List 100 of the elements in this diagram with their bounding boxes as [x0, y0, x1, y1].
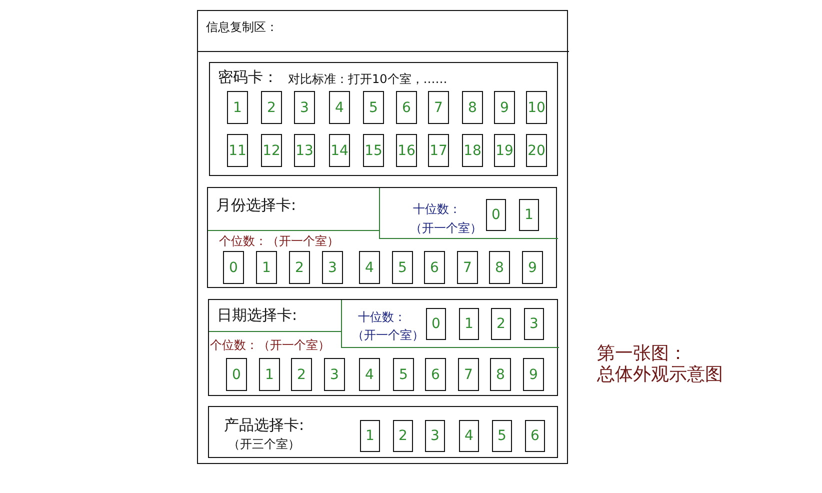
chamber-box	[322, 251, 343, 284]
chamber-box	[491, 308, 511, 340]
units-label: 个位数：（开一个室）	[210, 337, 330, 354]
chamber-box	[519, 199, 539, 231]
card-title: 日期选择卡:	[217, 306, 298, 325]
chamber-number: 8	[495, 260, 504, 276]
chamber-number: 0	[229, 260, 238, 276]
chamber-box	[522, 251, 543, 284]
chamber-number: 4	[335, 100, 344, 116]
chamber-number: 8	[496, 366, 505, 382]
card-note: （开一个室）	[410, 220, 482, 237]
chamber-number: 1	[262, 260, 271, 276]
chamber-box	[526, 91, 547, 124]
chamber-number: 3	[300, 100, 309, 116]
chamber-number: 2	[295, 260, 304, 276]
chamber-box	[523, 358, 544, 391]
chamber-box	[294, 91, 315, 124]
chamber-number: 6	[530, 428, 540, 444]
chamber-number: 5	[369, 100, 378, 116]
chamber-box	[227, 91, 248, 124]
chamber-number: 20	[528, 142, 546, 158]
chamber-number: 3	[330, 366, 339, 382]
chamber-box	[329, 91, 350, 124]
chamber-number: 9	[528, 260, 537, 276]
chamber-box	[425, 358, 446, 391]
chamber-box	[329, 134, 350, 167]
chamber-box	[459, 308, 479, 340]
chamber-box	[360, 420, 380, 452]
chamber-number: 5	[399, 366, 408, 382]
chamber-number: 14	[330, 142, 348, 158]
chamber-box	[526, 134, 547, 167]
chamber-number: 18	[464, 142, 482, 158]
card-title: 产品选择卡:	[224, 416, 304, 435]
chamber-number: 7	[464, 366, 473, 382]
chamber-box	[490, 358, 511, 391]
chamber-box	[486, 199, 506, 231]
card-note: （开一个室）	[352, 327, 424, 344]
chamber-box	[524, 308, 544, 340]
chamber-number: 4	[365, 366, 374, 382]
chamber-box	[492, 420, 512, 452]
chamber-box	[525, 420, 545, 452]
chamber-box	[392, 251, 413, 284]
chamber-box	[458, 358, 479, 391]
chamber-number: 2	[297, 366, 306, 382]
month-card	[207, 187, 557, 288]
tens-region	[341, 300, 559, 348]
chamber-number: 3	[430, 428, 440, 444]
figure-title: 第一张图：	[597, 342, 687, 365]
chamber-box	[462, 91, 483, 124]
chamber-box	[359, 251, 380, 284]
chamber-box	[489, 251, 510, 284]
chamber-number: 19	[496, 142, 514, 158]
card-note: （开三个室）	[228, 436, 300, 453]
chamber-number: 0	[432, 316, 440, 332]
chamber-number: 5	[498, 428, 506, 444]
card-note: 十位数：	[413, 201, 461, 218]
chamber-number: 1	[366, 428, 374, 444]
chamber-number: 0	[232, 366, 241, 382]
tens-region	[379, 188, 558, 239]
chamber-box	[494, 134, 515, 167]
chamber-number: 6	[430, 260, 439, 276]
chamber-box	[294, 134, 315, 167]
card-note: 信息复制区：	[206, 19, 278, 36]
chamber-number: 9	[500, 100, 509, 116]
chamber-number: 13	[296, 142, 314, 158]
chamber-number: 4	[464, 428, 474, 444]
chamber-number: 1	[464, 316, 474, 332]
chamber-box	[363, 91, 384, 124]
chamber-box	[426, 308, 446, 340]
chamber-box	[324, 358, 345, 391]
chamber-number: 1	[233, 100, 242, 116]
chamber-box	[261, 91, 282, 124]
chamber-box	[359, 358, 380, 391]
chamber-number: 16	[398, 142, 416, 158]
chamber-number: 12	[262, 142, 280, 158]
chamber-box	[256, 251, 277, 284]
chamber-number: 1	[265, 366, 274, 382]
chamber-number: 2	[267, 100, 276, 116]
chamber-box	[261, 134, 282, 167]
outer-frame	[197, 10, 568, 464]
chamber-number: 7	[463, 260, 472, 276]
chamber-box	[393, 358, 414, 391]
chamber-box	[462, 134, 483, 167]
chamber-box	[259, 358, 280, 391]
chamber-box	[396, 134, 417, 167]
chamber-box	[227, 134, 248, 167]
chamber-number: 1	[524, 207, 534, 223]
chamber-box	[494, 91, 515, 124]
date-card	[208, 299, 558, 396]
chamber-number: 6	[402, 100, 411, 116]
card-note: 十位数：	[358, 309, 406, 326]
chamber-box	[291, 358, 312, 391]
chamber-box	[223, 251, 244, 284]
chamber-number: 15	[364, 142, 382, 158]
chamber-box	[363, 134, 384, 167]
chamber-number: 6	[431, 366, 440, 382]
card-note: 对比标准：打开10个室，……	[288, 71, 448, 88]
chamber-number: 17	[430, 142, 448, 158]
chamber-number: 4	[365, 260, 374, 276]
chamber-box	[428, 91, 449, 124]
